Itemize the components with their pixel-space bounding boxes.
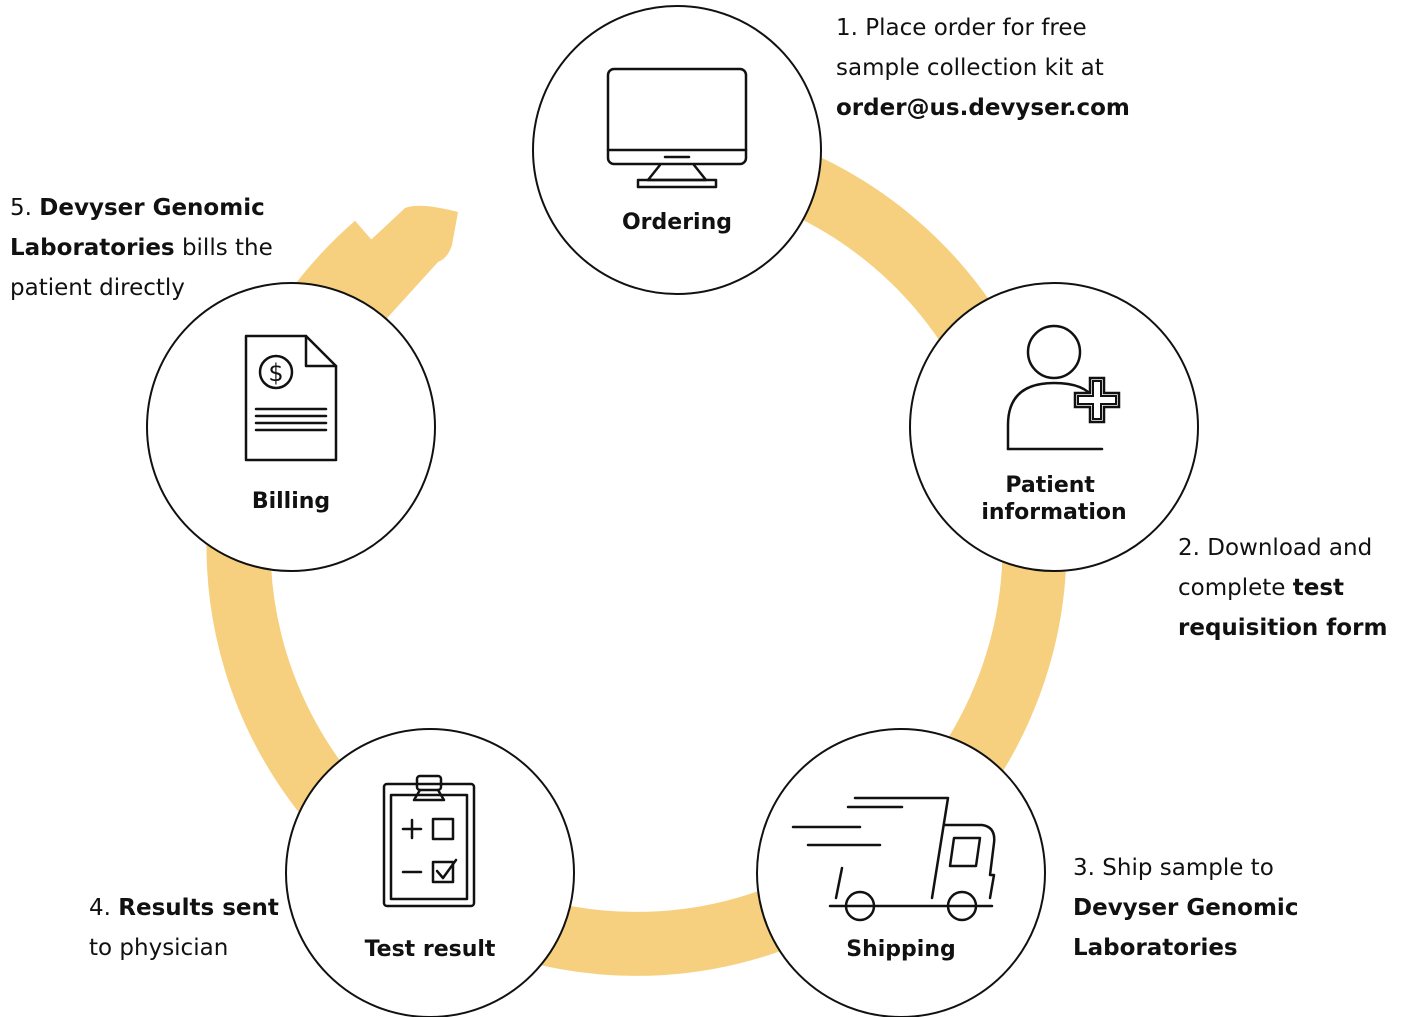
caption-number: 4. — [89, 895, 111, 921]
step-caption-patient-information: 2. Download and complete test requisitio… — [1178, 528, 1404, 648]
add-patient-icon — [1006, 324, 1121, 451]
caption-text: Download and complete — [1178, 535, 1373, 601]
caption-emphasis: Devyser Genomic Laboratories — [10, 195, 265, 261]
step-caption-shipping: 3. Ship sample to Devyser Genomic Labora… — [1073, 848, 1373, 968]
step-caption-test-result: 4. Results sent to physician — [89, 888, 289, 968]
step-node-ordering: Ordering — [532, 5, 822, 295]
invoice-dollar-icon: $ — [244, 334, 338, 462]
delivery-truck-icon — [791, 796, 996, 922]
caption-number: 3. — [1073, 855, 1095, 881]
step-label-line: information — [981, 500, 1126, 525]
caption-emphasis: order@us.devyser.com — [836, 95, 1130, 121]
caption-text: to physician — [89, 935, 229, 961]
clipboard-checklist-icon — [382, 774, 476, 908]
step-label-patient-information: Patient information — [981, 473, 1126, 525]
step-label-test-result: Test result — [365, 937, 496, 962]
caption-number: 1. — [836, 15, 858, 41]
node-circle — [909, 282, 1199, 572]
caption-number: 5. — [10, 195, 32, 221]
caption-emphasis: Results sent — [118, 895, 279, 921]
node-circle — [756, 728, 1046, 1017]
cycle-ring-tip — [328, 205, 458, 328]
dollar-sign-glyph: $ — [268, 359, 283, 387]
step-node-billing: $ Billing — [146, 282, 436, 572]
step-caption-billing: 5. Devyser Genomic Laboratories bills th… — [10, 188, 290, 308]
step-node-patient-information: Patient information — [909, 282, 1199, 572]
step-node-test-result: Test result — [285, 728, 575, 1017]
step-label-shipping: Shipping — [846, 937, 956, 962]
caption-emphasis: Devyser Genomic Laboratories — [1073, 895, 1299, 961]
caption-text: Ship sample to — [1102, 855, 1274, 881]
caption-text: bills the patient directly — [10, 235, 273, 301]
caption-number: 2. — [1178, 535, 1200, 561]
node-circle — [146, 282, 436, 572]
node-circle — [285, 728, 575, 1017]
computer-monitor-icon — [606, 67, 748, 189]
caption-text: Place order for free sample collection k… — [836, 15, 1104, 81]
step-label-ordering: Ordering — [622, 210, 732, 235]
step-label-line: Patient — [1005, 473, 1095, 498]
caption-emphasis: test requisition form — [1178, 575, 1388, 641]
step-caption-ordering: 1. Place order for free sample collectio… — [836, 8, 1166, 128]
step-node-shipping: Shipping — [756, 728, 1046, 1017]
step-label-billing: Billing — [252, 489, 330, 514]
